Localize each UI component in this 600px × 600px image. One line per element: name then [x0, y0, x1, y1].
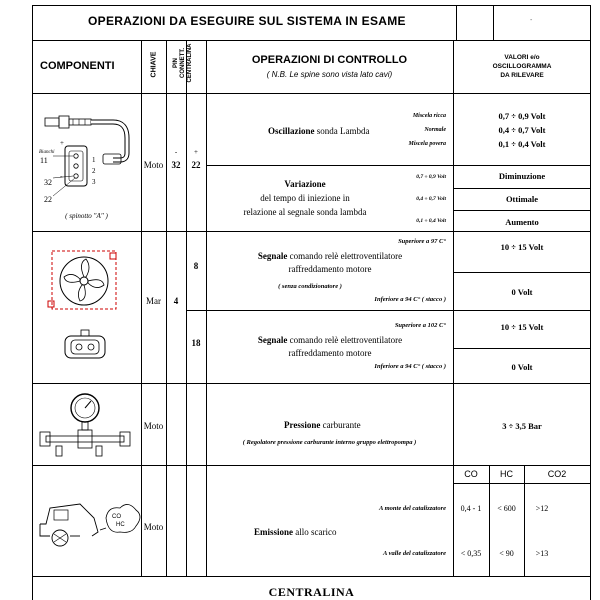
footer-title: CENTRALINA: [268, 585, 355, 599]
col-values-header: VALORI e/o OSCILLOGRAMMA DA RILEVARE: [492, 54, 552, 79]
variation-label: Variazione del tempo di iniezione in rel…: [243, 179, 367, 217]
lambda-pin-32: 32: [171, 160, 181, 170]
lambda-pin-22: 22: [191, 160, 201, 170]
col-key-header: CHIAVE: [150, 51, 158, 78]
downstream-label: A valle del catalizzatore: [382, 550, 446, 557]
pressure-gauge-icon: [39, 393, 131, 457]
col-components-header: COMPONENTI: [40, 60, 115, 72]
cooling-fan-icon: [47, 250, 117, 310]
upstream-label: A monte del catalizzatore: [379, 505, 446, 512]
pressure-value: 3 ÷ 3,5 Bar: [502, 421, 542, 431]
exhaust-car-icon: [39, 503, 141, 547]
lambda-sensor-diagram: [44, 115, 130, 197]
fan-key: Mar: [146, 296, 161, 306]
fan-row-pin: 8: [193, 261, 199, 271]
lambda-key: Moto: [143, 160, 164, 170]
fan-pin-common: 4: [173, 296, 179, 306]
pressure-note: ( Regolatore pressione carburante intern…: [242, 439, 417, 446]
pressure-label: Pressione carburante: [284, 420, 361, 430]
col-operations-header: OPERAZIONI DI CONTROLLO: [251, 54, 408, 66]
corner-mark: -: [530, 17, 533, 24]
emission-label: Emissione allo scarico: [254, 527, 337, 537]
connector-caption: ( spinotto "A" ): [65, 212, 108, 220]
col-operations-note: ( N.B. Le spine sono vista lato cavi): [266, 70, 393, 79]
emission-key: Moto: [143, 522, 164, 532]
fan-connector-icon: [64, 329, 106, 359]
lambda-pin-plus: +: [194, 148, 198, 156]
oscillation-label: Oscillazione sonda Lambda: [268, 126, 370, 136]
pressure-key: Moto: [143, 421, 164, 431]
page-title: OPERAZIONI DA ESEGUIRE SUL SISTEMA IN ES…: [88, 14, 406, 28]
fan-row-pin: 18: [191, 338, 201, 348]
lambda-pin-minus: -: [174, 148, 178, 156]
